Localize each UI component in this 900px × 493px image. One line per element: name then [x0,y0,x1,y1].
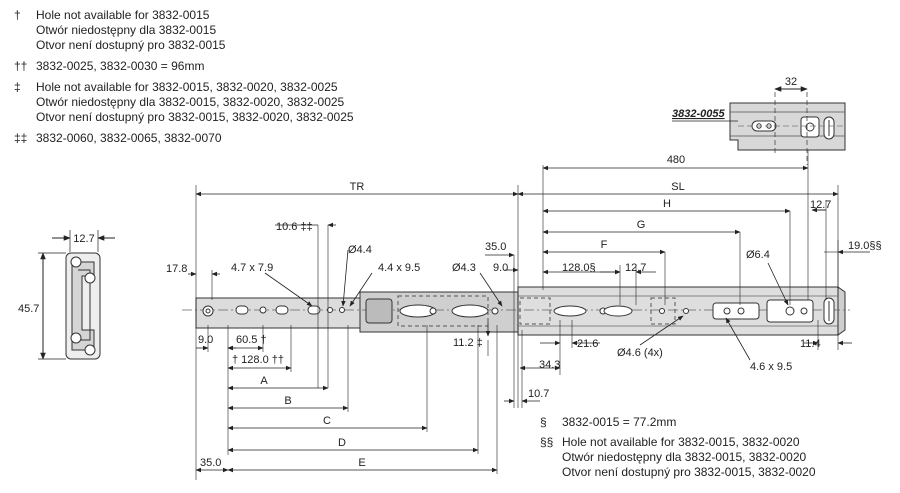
dim-e: E [358,457,365,469]
dim-tr: TR [350,181,365,193]
note-line: Otvor není dostupný pro 3832-0015 [36,38,226,52]
dim-6-4: Ø6.4 [746,249,770,261]
section-view: 12.7 45.7 [18,230,115,360]
note-item: †† 3832-0025, 3832-0030 = 96mm [14,59,374,74]
section-width: 12.7 [73,233,94,245]
note-symbol: § [540,415,547,429]
dim-10-7: 10.7 [528,388,549,400]
note-symbol: §§ [540,435,554,449]
dim-h: H [663,198,671,210]
dim-a: A [260,375,268,387]
note-line: Otvor není dostupný pro 3832-0015, 3832-… [36,110,354,124]
dim-4-6x9-5: 4.6 x 9.5 [750,361,792,373]
note-line: Hole not available for 3832-0015 [36,8,210,22]
note-line: Otwór niedostępny dla 3832-0015 [36,23,217,37]
note-line: 3832-0025, 3832-0030 = 96mm [36,59,205,73]
note-line: Otwór niedostępny dla 3832-0015, 3832-00… [36,95,345,109]
dim-17-8: 17.8 [166,263,187,275]
dim-f: F [601,239,608,251]
dimension-labels: 480 TR SL H G F 12.7 19.0§§ 35.0 9.0 128… [166,154,882,469]
detail-model: 3832-0055 [672,108,725,120]
note-item: ‡‡ 3832-0060, 3832-0065, 3832-0070 [14,131,374,146]
note-line: 3832-0015 = 77.2mm [562,415,677,429]
dim-c: C [323,415,331,427]
dim-sl: SL [671,181,684,193]
dim-g: G [637,219,646,231]
dim-21-6: 21.6 [577,338,598,350]
dim-128-0: † 128.0 †† [232,354,284,366]
note-item: §§ Hole not available for 3832-0015, 3832… [540,435,900,480]
dim-10-6: 10.6 ‡‡ [276,221,313,233]
detail-pitch: 32 [785,76,797,88]
note-symbol: ‡ [14,80,21,94]
section-height: 45.7 [18,303,39,315]
dim-4-3: Ø4.3 [452,262,476,274]
dim-128-0-sec: 128.0§ [562,262,596,274]
dim-4-7x7-9: 4.7 x 7.9 [231,262,273,274]
dim-b: B [284,395,291,407]
dim-35-0-bot: 35.0 [200,457,221,469]
dim-12-7-mid: 12.7 [625,262,646,274]
note-line: Hole not available for 3832-0015, 3832-0… [36,80,338,94]
note-item: § 3832-0015 = 77.2mm [540,415,900,430]
dim-34-3: 34.3 [539,359,560,371]
note-symbol: †† [14,59,28,73]
dim-9-0-top: 9.0 [493,262,508,274]
dim-4-6-4x: Ø4.6 (4x) [617,347,663,359]
dim-60-5: 60.5 † [236,334,267,346]
note-symbol: ‡‡ [14,131,28,145]
note-line: Hole not available for 3832-0015, 3832-0… [562,435,800,449]
note-item: ‡ Hole not available for 3832-0015, 3832-… [14,80,374,125]
dim-35-0-top: 35.0 [485,241,506,253]
dim-19-0: 19.0§§ [848,240,882,252]
dim-4-4x9-5: 4.4 x 9.5 [378,262,420,274]
dim-9-0-bot: 9.0 [198,334,213,346]
note-symbol: † [14,8,21,22]
note-line: 3832-0060, 3832-0065, 3832-0070 [36,131,222,145]
slide-body [182,286,850,336]
note-line: Otwór niedostępny dla 3832-0015, 3832-00… [562,450,807,464]
dim-480: 480 [667,154,685,166]
dim-12-7-right: 12.7 [810,199,831,211]
dimension-lines [188,150,870,480]
dim-d: D [338,437,346,449]
note-line: Otvor není dostupný pro 3832-0015, 3832-… [562,465,816,479]
dim-4-4: Ø4.4 [348,244,372,256]
dim-11-4: 11.4 [800,338,821,350]
detail-view: 32 3832-0055 [672,76,846,165]
dim-11-2: 11.2 ‡ [453,337,483,349]
